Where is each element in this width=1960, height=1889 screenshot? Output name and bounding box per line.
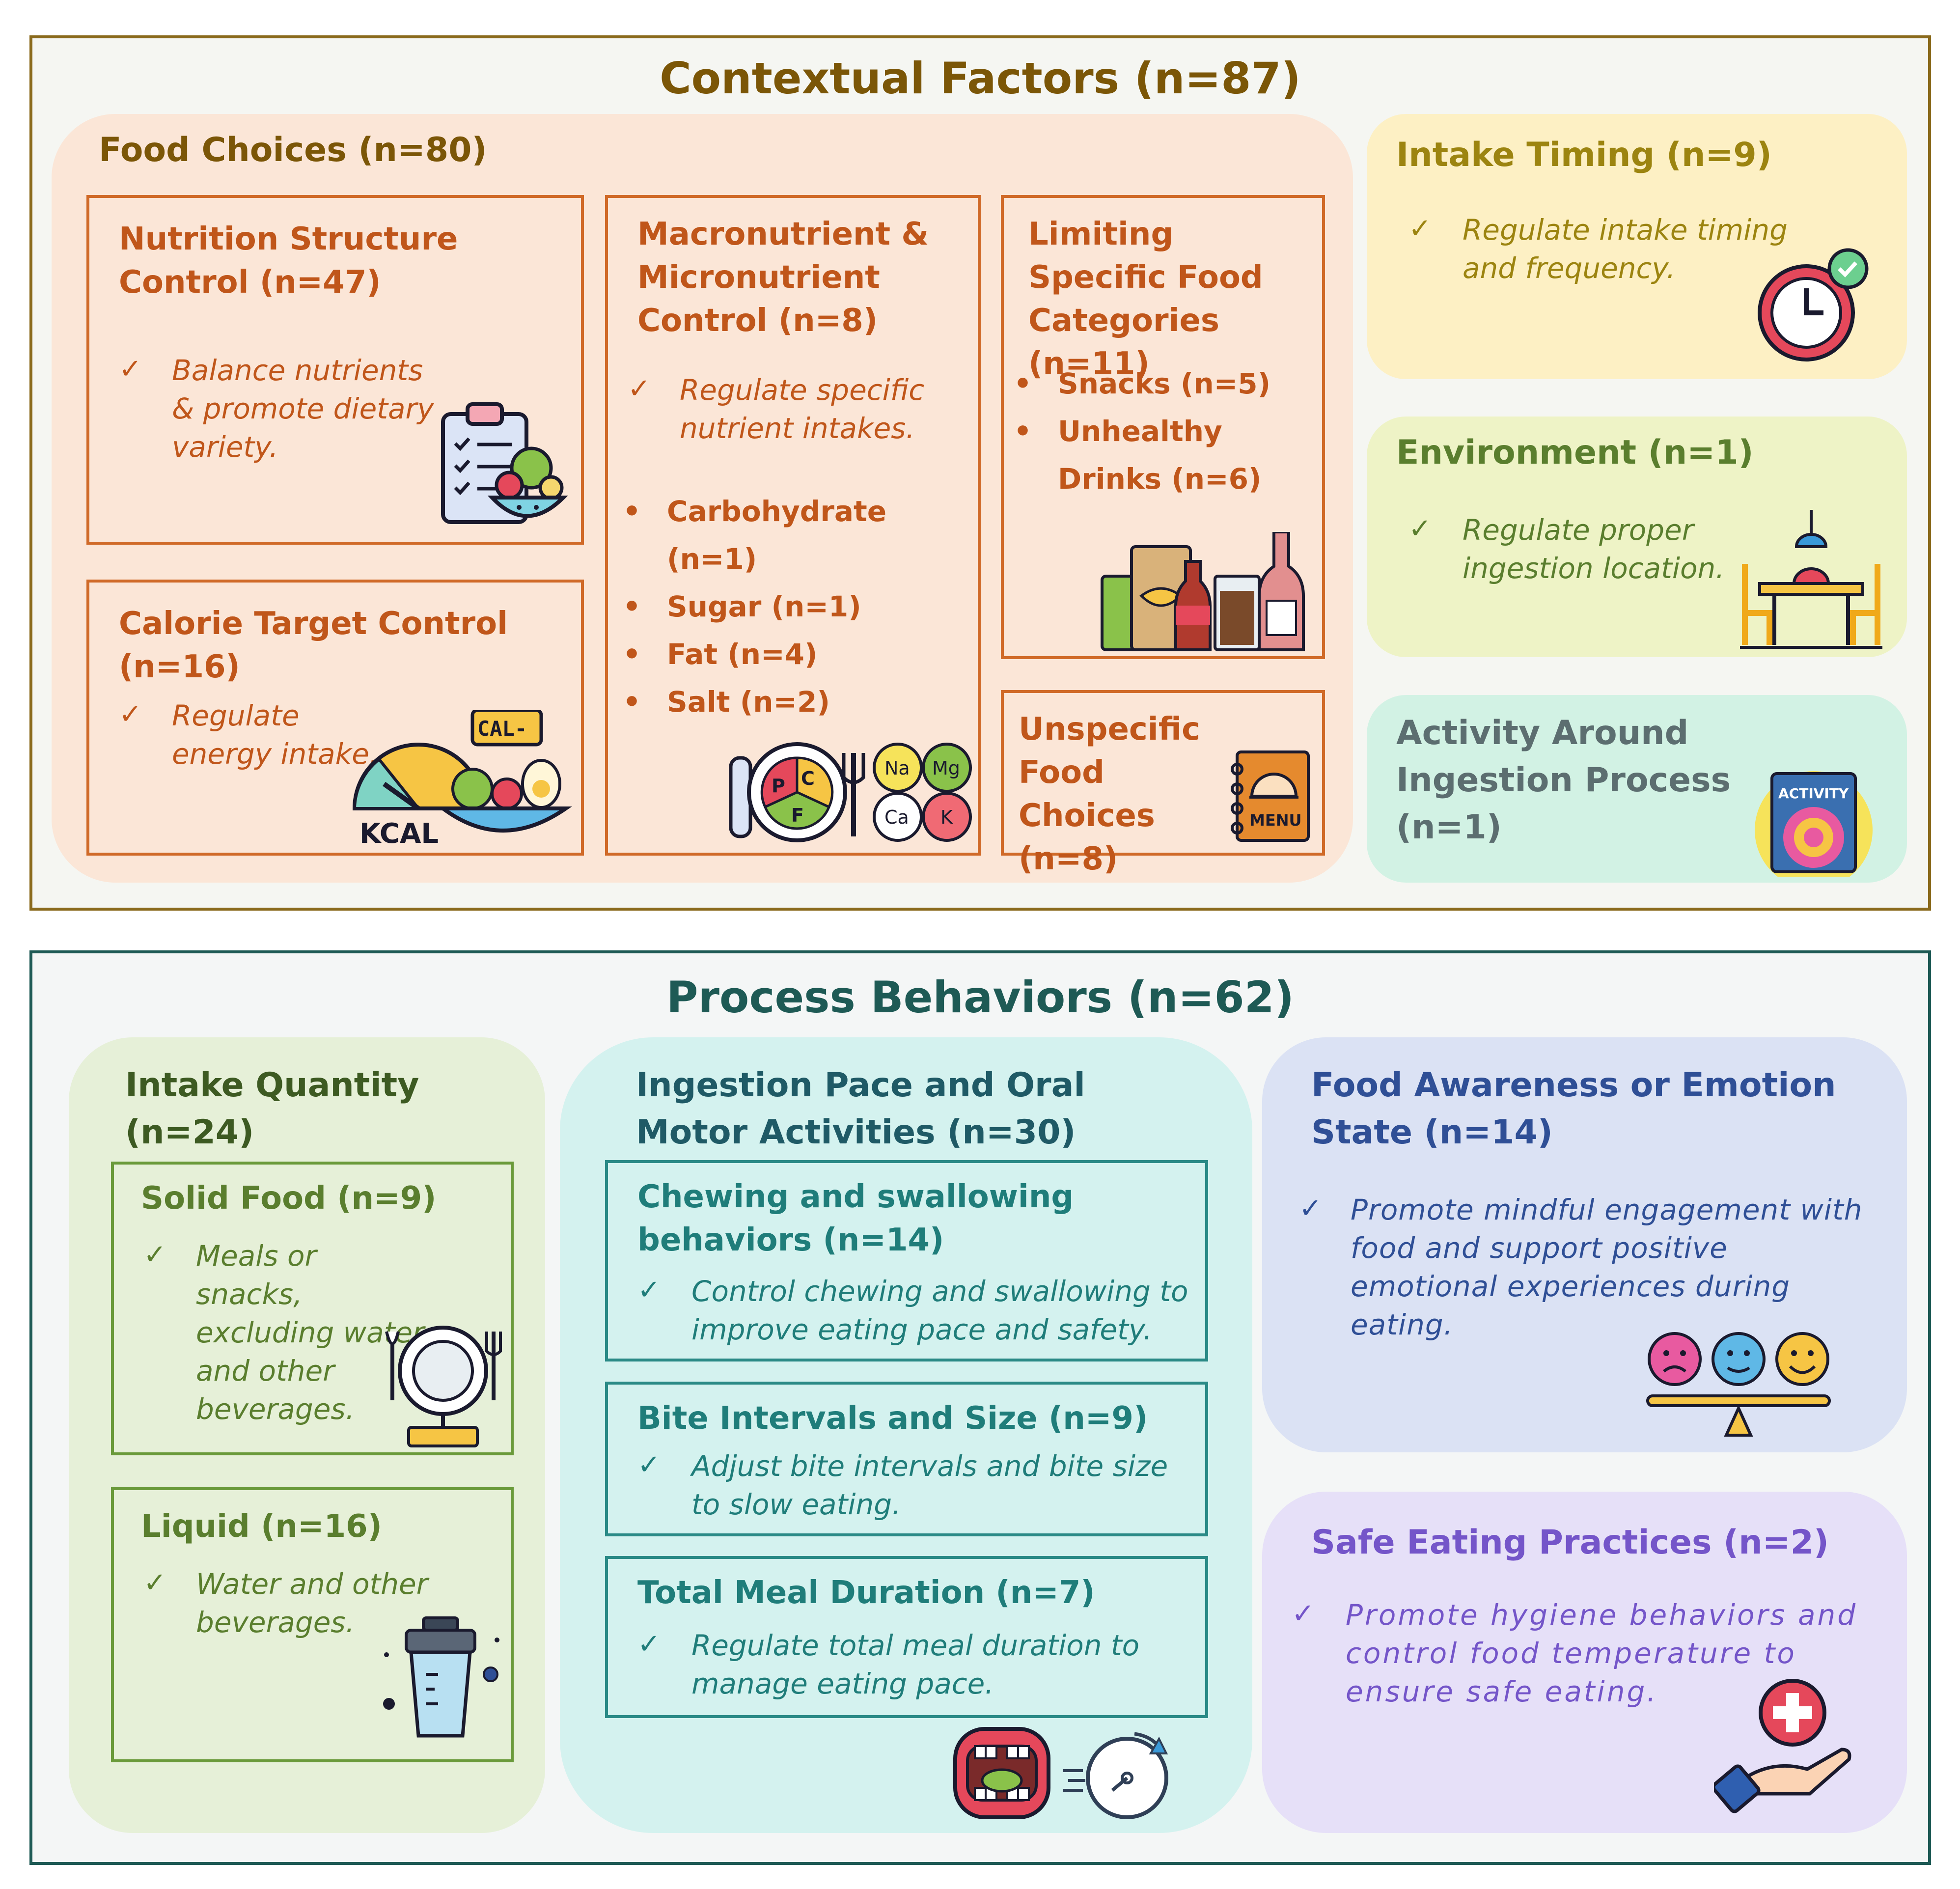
unspecific-choices-box: Unspecific Food Choices (n=8) MENU [1001,690,1325,877]
calorie-gauge-salad-icon: KCAL CAL- [352,710,572,850]
list-item: Snacks (n=5) [999,360,1318,408]
check-icon: ✓ [143,1567,166,1599]
intake-quantity-title: Intake Quantity (n=24) [125,1066,419,1152]
meal-duration-desc: Regulate total meal duration to manage e… [691,1629,1140,1700]
water-bottle-icon [383,1616,499,1738]
chewing-title: Chewing and swallowing behaviors (n=14) [637,1179,1074,1258]
solid-food-box: Solid Food (n=9) ✓ Meals or snacks, excl… [111,1162,514,1455]
intake-timing-desc: Regulate intake timing and frequency. [1463,213,1788,285]
macro-micro-desc: Regulate specific nutrient intakes. [680,373,925,445]
macro-micro-list: Carbohydrate (n=1) Sugar (n=1) Fat (n=4)… [608,488,971,726]
safe-eating-panel: Safe Eating Practices (n=2) ✓ Promote hy… [1262,1492,1907,1833]
macro-micro-box: Macronutrient & Micronutrient Control (n… [605,195,981,856]
chewing-desc: Control chewing and swallowing to improv… [691,1275,1188,1346]
list-item: Unhealthy Drinks (n=6) [999,408,1318,503]
activity-panel: Activity Around Ingestion Process (n=1) … [1367,695,1907,883]
check-icon: ✓ [637,1274,661,1306]
liquid-box: Liquid (n=16) ✓ Water and other beverage… [111,1487,514,1762]
unspecific-choices-title: Unspecific Food Choices (n=8) [1019,711,1201,877]
stopwatch-speed-icon [1063,1732,1168,1819]
check-icon: ✓ [119,698,142,730]
check-icon: ✓ [1408,213,1432,245]
ingestion-pace-panel: Ingestion Pace and Oral Motor Activities… [560,1037,1252,1833]
limiting-categories-box: Limiting Specific Food Categories (n=11)… [1001,195,1325,659]
liquid-desc: Water and other beverages. [196,1567,428,1639]
bite-intervals-desc: Adjust bite intervals and bite size to s… [691,1449,1168,1521]
environment-panel: Environment (n=1) ✓ Regulate proper inge… [1367,417,1907,657]
list-item: Salt (n=2) [608,678,971,726]
intake-timing-title: Intake Timing (n=9) [1396,136,1772,174]
plate-letter: C [801,768,815,789]
calorie-target-desc: Regulate energy intake. [172,699,379,771]
nutrition-structure-desc: Balance nutrients & promote dietary vari… [172,354,434,464]
nutrition-structure-title: Nutrition Structure Control (n=47) [119,221,458,301]
mineral-label: Mg [932,757,960,779]
menu-label: MENU [1249,811,1301,830]
clock-check-icon [1758,248,1869,361]
cal-label: CAL- [477,717,527,741]
safe-eating-desc: Promote hygiene behaviors and control fo… [1346,1598,1858,1708]
activity-target-icon: ACTIVITY [1755,771,1873,877]
meal-duration-box: Total Meal Duration (n=7) ✓ Regulate tot… [605,1556,1208,1718]
intake-timing-panel: Intake Timing (n=9) ✓ Regulate intake ti… [1367,114,1907,379]
snacks-drinks-icon [1101,532,1305,651]
solid-food-desc: Meals or snacks, excluding water and oth… [196,1239,424,1426]
plate-scale-icon [385,1326,502,1447]
check-icon: ✓ [637,1449,661,1481]
bite-intervals-title: Bite Intervals and Size (n=9) [637,1400,1148,1437]
macro-micro-title: Macronutrient & Micronutrient Control (n… [637,216,929,339]
solid-food-title: Solid Food (n=9) [141,1180,437,1217]
ingestion-pace-title: Ingestion Pace and Oral Motor Activities… [636,1066,1085,1152]
food-awareness-panel: Food Awareness or Emotion State (n=14) ✓… [1262,1037,1907,1452]
plate-letter: P [772,775,785,797]
liquid-title: Liquid (n=16) [141,1508,382,1545]
chewing-box: Chewing and swallowing behaviors (n=14) … [605,1160,1208,1361]
environment-desc: Regulate proper ingestion location. [1463,513,1725,585]
food-choices-title: Food Choices (n=80) [99,131,487,169]
check-icon: ✓ [1292,1598,1315,1630]
calorie-target-title: Calorie Target Control (n=16) [119,606,508,685]
safety-hand-cross-icon [1714,1679,1851,1813]
meal-plan-clipboard-icon [441,402,568,524]
food-awareness-title: Food Awareness or Emotion State (n=14) [1311,1066,1836,1152]
mineral-label: Na [884,757,910,779]
list-item: Sugar (n=1) [608,583,971,631]
check-icon: ✓ [637,1628,661,1660]
check-icon: ✓ [119,353,142,385]
contextual-factors-title: Contextual Factors (n=87) [660,53,1301,104]
chewing-mouth-icon [953,1727,1050,1819]
activity-label: ACTIVITY [1778,785,1849,802]
plate-letter: F [791,805,804,826]
check-icon: ✓ [1299,1193,1322,1224]
dining-table-icon [1740,510,1882,649]
list-item: Fat (n=4) [608,631,971,678]
list-item: Carbohydrate (n=1) [608,488,971,583]
environment-title: Environment (n=1) [1396,433,1754,472]
check-icon: ✓ [1408,513,1432,545]
process-behaviors-title: Process Behaviors (n=62) [666,972,1295,1023]
meal-duration-title: Total Meal Duration (n=7) [637,1575,1095,1611]
emotion-scale-icon [1646,1332,1831,1437]
kcal-label: KCAL [359,818,439,850]
bite-intervals-box: Bite Intervals and Size (n=9) ✓ Adjust b… [605,1382,1208,1536]
macro-plate-minerals-icon: P C F Na Mg Ca K [729,742,972,842]
mineral-label: K [940,806,953,828]
menu-book-icon: MENU [1231,750,1310,842]
limiting-categories-list: Snacks (n=5) Unhealthy Drinks (n=6) [999,360,1318,503]
activity-title: Activity Around Ingestion Process (n=1) [1396,714,1731,847]
calorie-target-box: Calorie Target Control (n=16) ✓ Regulate… [86,580,584,856]
mineral-label: Ca [884,806,909,828]
check-icon: ✓ [143,1239,166,1271]
check-icon: ✓ [628,373,651,405]
food-awareness-desc: Promote mindful engagement with food and… [1351,1193,1863,1341]
safe-eating-title: Safe Eating Practices (n=2) [1311,1523,1829,1562]
nutrition-structure-box: Nutrition Structure Control (n=47) ✓ Bal… [86,195,584,545]
